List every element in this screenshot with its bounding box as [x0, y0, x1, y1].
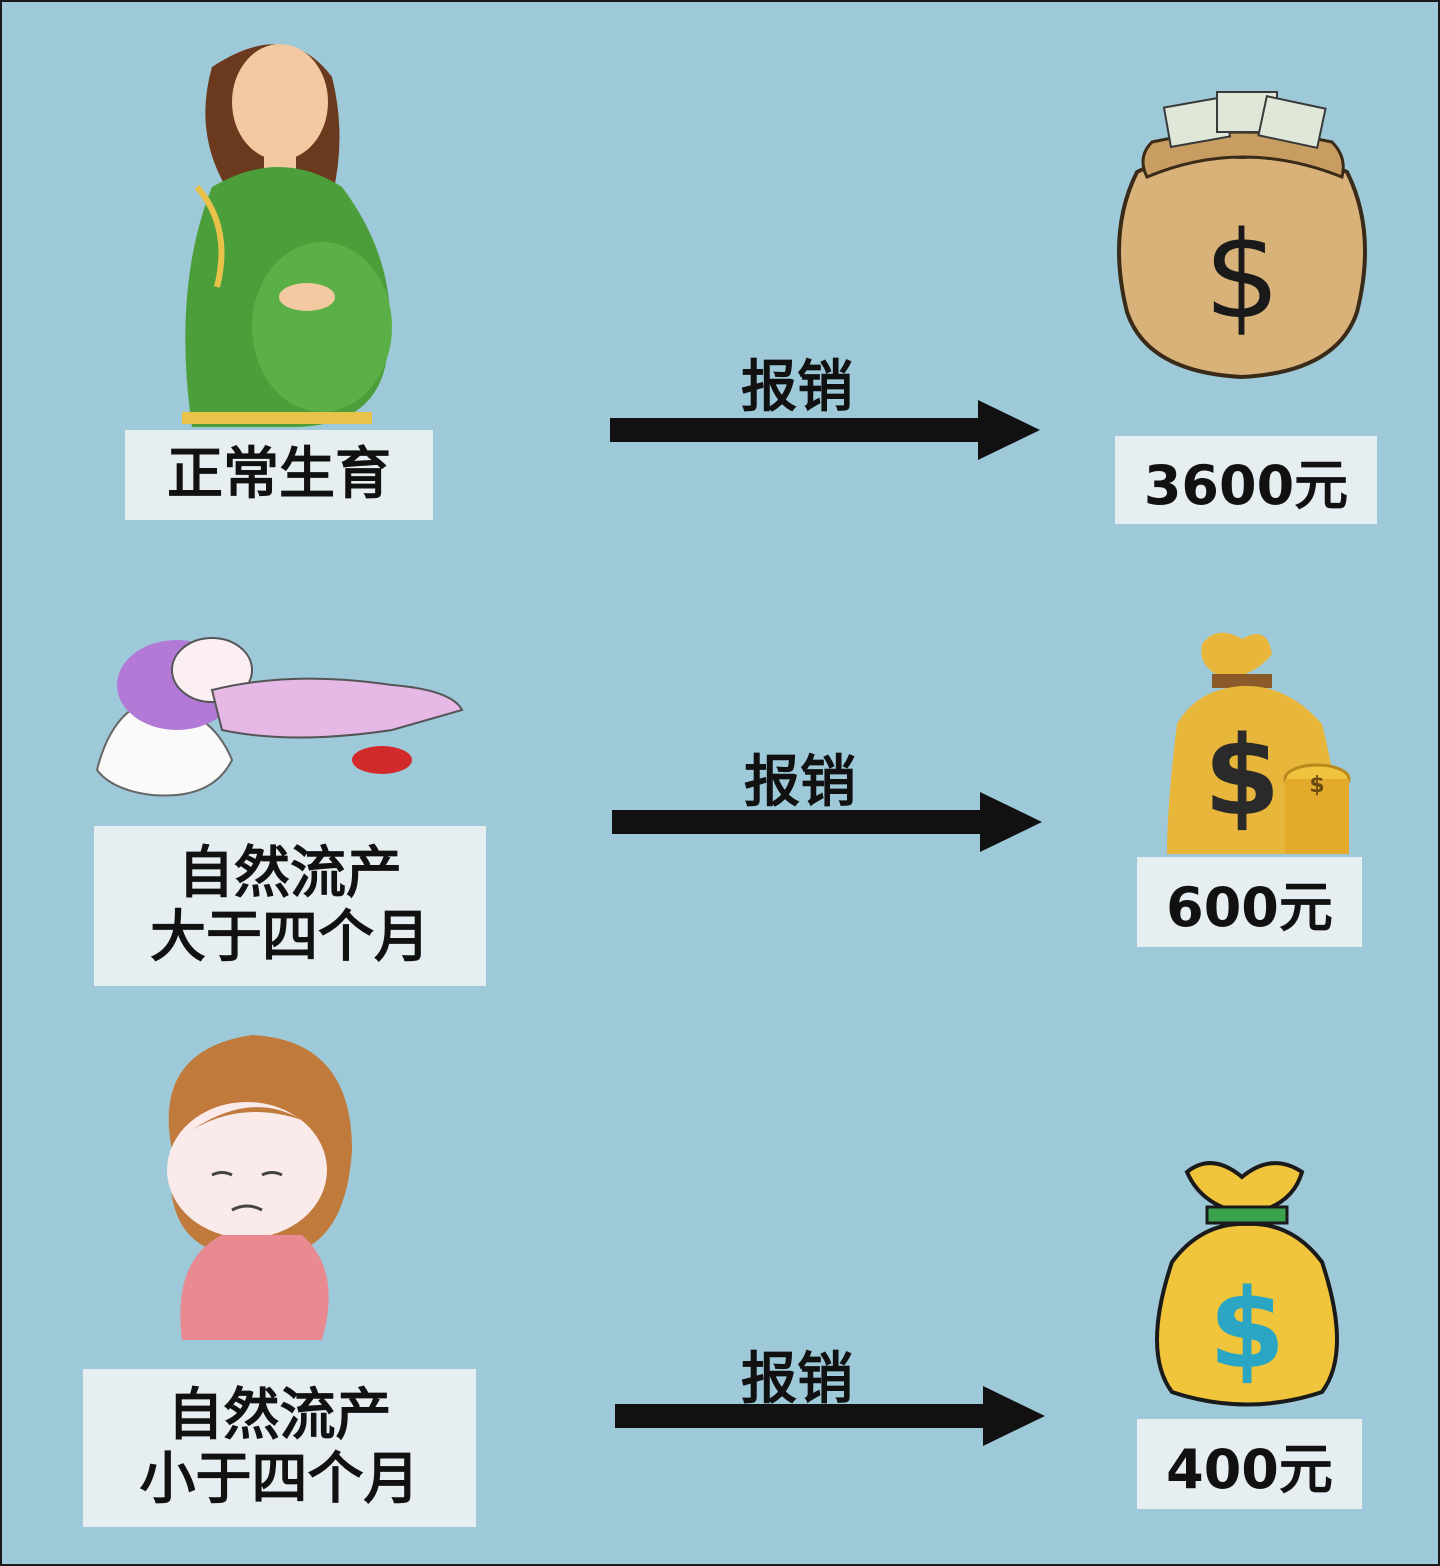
svg-text:$: $ — [1309, 773, 1324, 798]
row-2-action-label: 报销 — [744, 750, 856, 815]
row-2-label-line-1: 自然流产 — [178, 840, 402, 906]
dollar-bag-icon: $ — [1155, 1161, 1339, 1407]
row-3-arrow-icon — [615, 1386, 1045, 1446]
row-1-action-label: 报销 — [741, 355, 853, 420]
row-3-action-label: 报销 — [741, 1347, 853, 1412]
row-2-arrow-icon — [612, 792, 1042, 852]
row-3-amount: 400元 — [1137, 1419, 1362, 1509]
row-2-label: 自然流产 大于四个月 — [94, 826, 486, 986]
row-2-label-line-2: 大于四个月 — [150, 905, 430, 970]
pregnant-woman-icon — [182, 44, 392, 427]
sad-woman-icon — [167, 1035, 352, 1340]
svg-text:$: $ — [1209, 1265, 1286, 1393]
row-3-label-line-1: 自然流产 — [167, 1382, 392, 1448]
row-3-label-line-2: 小于四个月 — [139, 1447, 420, 1512]
row-1-arrow-icon — [610, 400, 1040, 460]
row-2-amount: 600元 — [1137, 857, 1362, 947]
svg-text:$: $ — [1204, 712, 1281, 840]
row-3-label: 自然流产 小于四个月 — [83, 1369, 476, 1527]
gold-money-bag-icon: $ $ — [1167, 632, 1351, 854]
lying-woman-icon — [95, 637, 464, 797]
row-1-label: 正常生育 — [125, 430, 433, 520]
cash-bag-icon: $ — [1117, 91, 1367, 380]
row-1-label-line-1: 正常生育 — [167, 441, 391, 507]
svg-text:$: $ — [1204, 207, 1280, 346]
row-1-amount: 3600元 — [1115, 436, 1377, 524]
